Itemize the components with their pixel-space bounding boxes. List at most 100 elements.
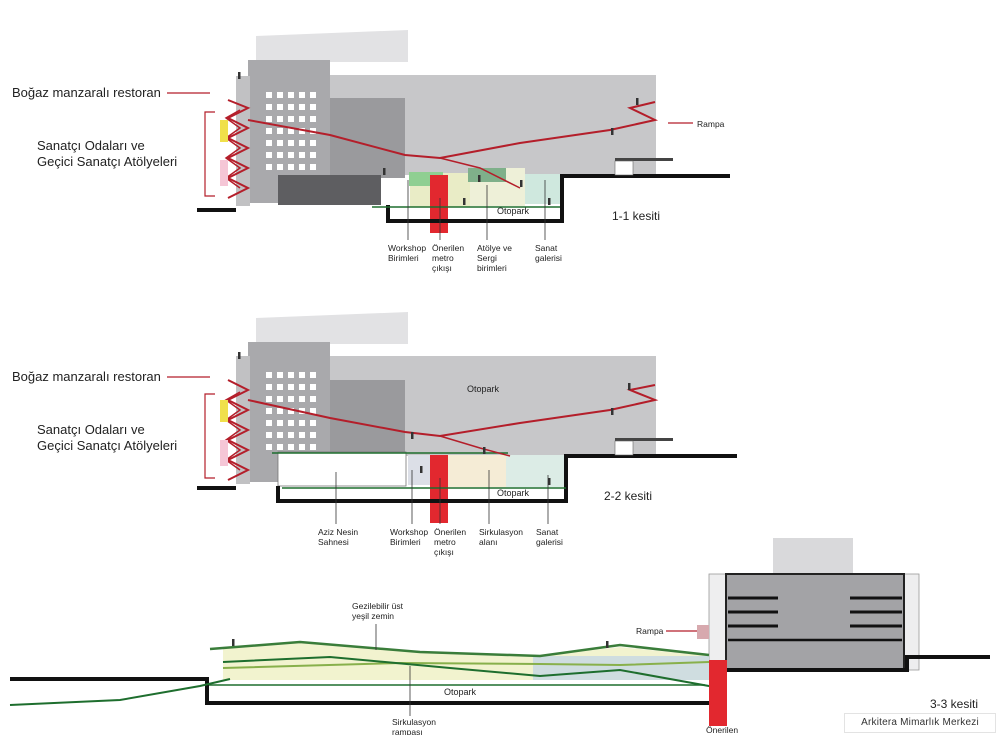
stair-zigzag [225,99,251,199]
person-figure [232,639,235,646]
gallery-zone [506,455,564,487]
window [310,164,316,170]
window [288,408,294,414]
label-stage-1: Aziz Nesin [318,527,358,537]
window [277,420,283,426]
window [266,152,272,158]
metro-shaft [430,175,448,233]
section-1-1: Boğaz manzaralı restoran Sanatçı Odaları… [12,30,730,273]
window [288,372,294,378]
window [299,384,305,390]
window [277,384,283,390]
pink-panel [220,160,228,186]
bracket-rooms [204,111,215,197]
label-metro: Önerilen [706,725,738,735]
person-figure [463,198,466,205]
label-metro-3: çıkışı [434,547,454,557]
window [266,372,272,378]
person-figure [611,408,614,415]
window [299,432,305,438]
window [310,104,316,110]
kiosk [614,440,634,456]
window [288,152,294,158]
window [299,164,305,170]
window [299,104,305,110]
window [277,104,283,110]
window [288,116,294,122]
ramp-line [247,384,659,438]
label-atelier-3: birimleri [477,263,507,273]
credit-watermark: Arkitera Mimarlık Merkezi [844,713,996,733]
roof-block [773,538,853,576]
person-figure [411,432,414,439]
window [266,444,272,450]
window [277,140,283,146]
label-green-1: Gezilebilir üst [352,601,404,611]
section-title-2: 2-2 kesiti [604,489,652,503]
label-rooms-line1: Sanatçı Odaları ve [37,422,145,437]
window [277,408,283,414]
label-ramp: Rampa [636,626,664,636]
stair-zigzag-2 [224,109,242,189]
window [266,140,272,146]
label-rooms-line1: Sanatçı Odaları ve [37,138,145,153]
window [310,432,316,438]
label-gallery-2: galerisi [536,537,563,547]
window [266,432,272,438]
window [310,444,316,450]
glass-volume [533,656,709,680]
person-figure [238,72,241,79]
window [277,164,283,170]
green-ground-left [9,678,231,706]
person-figure [483,447,486,454]
window [288,384,294,390]
label-workshop-2: Birimleri [390,537,421,547]
canopy [615,438,673,441]
window [266,92,272,98]
pink-panel [220,440,228,466]
tower-side [236,356,250,484]
label-workshop-1: Workshop [388,243,426,253]
green-box [468,168,506,182]
window [299,372,305,378]
section-3-3: Gezilebilir üst yeşil zemin Rampa Otopar… [9,538,990,735]
window [288,128,294,134]
stair-zigzag-2 [224,391,242,471]
window [288,140,294,146]
label-parking: Otopark [497,206,530,216]
person-figure [548,198,551,205]
ground-line [386,174,730,223]
label-parking: Otopark [444,687,477,697]
label-atelier-2: Sergi [477,253,497,263]
label-green-2: yeşil zemin [352,611,394,621]
person-figure [606,641,609,648]
window [310,408,316,414]
window [266,420,272,426]
window [288,432,294,438]
green-walkable-surface [209,640,710,658]
person-figure [420,466,423,473]
section-title-1: 1-1 kesiti [612,209,660,223]
window [266,116,272,122]
window [266,164,272,170]
human-figures [232,72,639,648]
label-circulation-2: rampası [392,727,423,735]
label-metro-2: metro [434,537,456,547]
person-figure [478,175,481,182]
ramp-down [439,157,521,189]
window [299,92,305,98]
section-title-3: 3-3 kesiti [930,697,978,711]
yellow-panel [220,400,228,422]
window [299,128,305,134]
circulation-ramp [222,655,721,689]
window [277,92,283,98]
label-gallery-1: Sanat [535,243,558,253]
ramp-down [439,435,511,457]
window [266,396,272,402]
dark-base [278,175,381,205]
window [288,420,294,426]
window [277,372,283,378]
label-rooms-line2: Geçici Sanatçı Atölyeleri [37,438,177,453]
window [299,116,305,122]
metro-shaft [709,660,727,726]
